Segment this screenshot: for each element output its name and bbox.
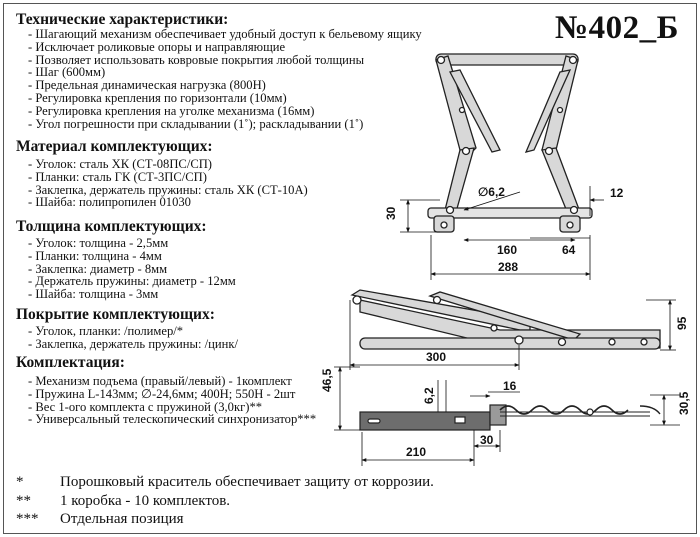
list-item: Шаг (600мм) <box>28 66 422 79</box>
dimension-label: 12 <box>610 186 624 200</box>
list-item: Предельная динамическая нагрузка (800Н) <box>28 79 422 92</box>
dimension-label: 16 <box>503 379 517 393</box>
dimension-label: 288 <box>498 260 518 274</box>
coating-list: Уголок, планки: /полимер/* Заклепка, дер… <box>28 325 238 351</box>
footnote: **1 коробка - 10 комплектов. <box>16 492 231 509</box>
mechanism-folded-drawing <box>350 289 661 350</box>
footnote: ***Отдельная позиция <box>16 511 184 527</box>
dimension-label: 95 <box>675 316 689 330</box>
thickness-list: Уголок: толщина - 2,5мм Планки: толщина … <box>28 237 236 301</box>
thickness-title: Толщина комплектующих: <box>16 218 207 235</box>
list-item: Вес 1-ого комплекта с пружиной (3,0кг)** <box>28 400 316 414</box>
material-title: Материал комплектующих: <box>16 138 213 155</box>
coating-title: Покрытие комплектующих: <box>16 306 215 323</box>
list-item: Шайба: полипропилен 01030 <box>28 196 308 209</box>
list-item: Позволяет использовать ковровые покрытия… <box>28 53 422 67</box>
list-item: Планки: сталь ГК (СТ-3ПС/СП) <box>28 170 308 184</box>
list-item: Держатель пружины: диаметр - 12мм <box>28 275 235 288</box>
specs-title: Технические характеристики: <box>16 11 229 28</box>
list-item: Механизм подъема (правый/левый) - 1компл… <box>28 375 316 388</box>
list-item: Уголок: сталь ХК (СТ-08ПС/СП) <box>28 158 308 171</box>
mechanism-folded-dimensions <box>349 299 676 370</box>
dimension-label: 64 <box>562 243 576 257</box>
list-item: Шагающий механизм обеспечивает удобный д… <box>28 28 421 41</box>
list-item: Уголок: толщина - 2,5мм <box>28 237 236 250</box>
list-item: Исключает роликовые опоры и направляющие <box>28 40 422 54</box>
synchronizer-dimensions <box>334 366 680 466</box>
model-number: №402_Б <box>555 10 679 46</box>
list-item: Заклепка, держатель пружины: /цинк/ <box>28 337 238 351</box>
dimension-label: 300 <box>426 350 446 364</box>
list-item: Универсальный телескопический синхрониза… <box>28 413 316 426</box>
dimension-label: 30 <box>384 206 398 220</box>
page-frame <box>3 3 697 534</box>
list-item: Уголок, планки: /полимер/* <box>28 325 238 338</box>
list-item: Шайба: толщина - 3мм <box>28 288 236 301</box>
dimension-label: 30 <box>480 433 494 447</box>
dimension-label: ∅6,2 <box>478 185 505 199</box>
specs-list: Шагающий механизм обеспечивает удобный д… <box>28 28 422 131</box>
kit-title: Комплектация: <box>16 354 125 371</box>
mechanism-raised-drawing <box>427 53 593 233</box>
kit-list: Механизм подъема (правый/левый) - 1компл… <box>28 375 316 426</box>
material-list: Уголок: сталь ХК (СТ-08ПС/СП) Планки: ст… <box>28 158 308 209</box>
synchronizer-drawing <box>359 404 661 431</box>
list-item: Угол погрешности при складывании (1˚); р… <box>28 117 422 131</box>
dimension-label: 210 <box>406 445 426 459</box>
mechanism-raised-dimensions <box>400 186 604 280</box>
list-item: Заклепка, держатель пружины: сталь ХК (С… <box>28 183 307 197</box>
dimension-label: 160 <box>497 243 517 257</box>
list-item: Регулировка крепления по горизонтали (10… <box>28 92 422 105</box>
list-item: Регулировка крепления на уголке механизм… <box>28 104 422 118</box>
list-item: Заклепка: диаметр - 8мм <box>28 262 236 276</box>
dimension-label: 6,2 <box>422 387 436 404</box>
dimension-label: 30,5 <box>677 391 691 415</box>
list-item: Планки: толщина - 4мм <box>28 249 236 263</box>
list-item: Пружина L-143мм; ∅-24,6мм; 400Н; 550Н - … <box>28 387 316 401</box>
dimension-label: 46,5 <box>320 368 334 392</box>
footnote: *Порошковый краситель обеспечивает защит… <box>16 474 434 490</box>
footnotes: *Порошковый краситель обеспечивает защит… <box>16 473 434 529</box>
